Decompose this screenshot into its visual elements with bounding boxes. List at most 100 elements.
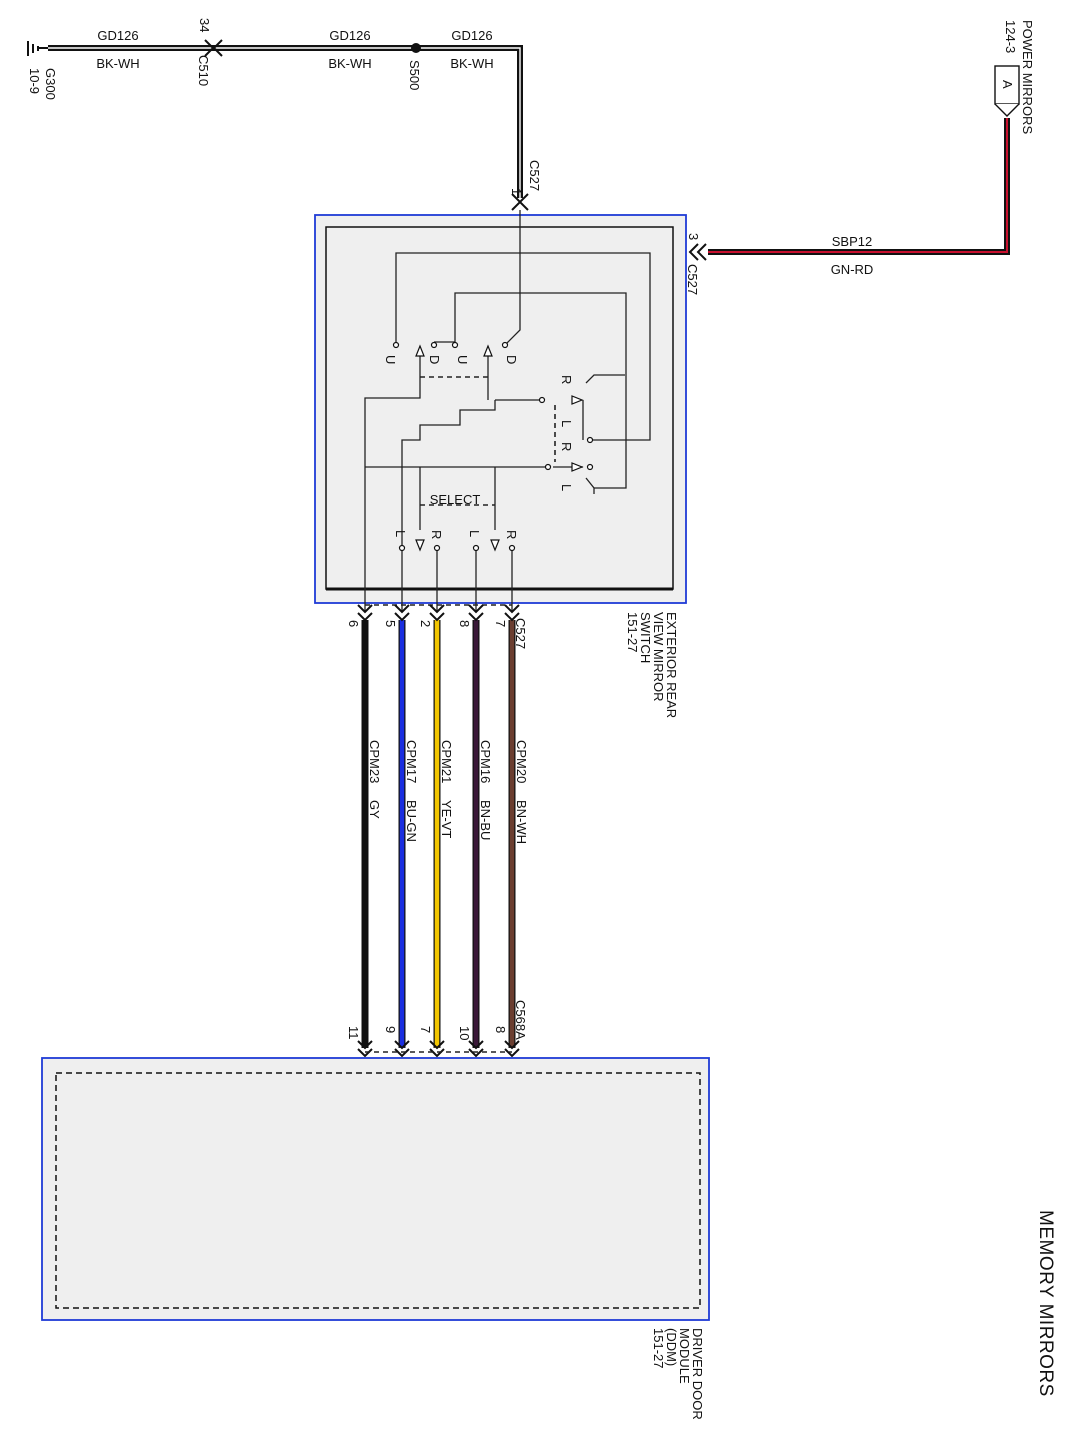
gd126-seg3-circuit: GD126	[451, 28, 492, 43]
cpm21-c568a-connector-a	[429, 1040, 445, 1050]
cpm23-c527-connector	[357, 604, 373, 622]
s500-splice	[411, 43, 421, 53]
switch-name-line-3: SWITCH	[638, 612, 653, 663]
cpm16-c527-connector-a	[468, 604, 484, 614]
sbp12-color: GN-RD	[831, 262, 874, 277]
diagram-title: MEMORY MIRRORS	[1035, 1210, 1056, 1397]
cpm20-c527-connector	[504, 604, 520, 622]
cpm16-ddm-pin: 10	[457, 1026, 472, 1040]
contact-label-sr2: R	[504, 530, 519, 539]
ground-name: G300	[43, 68, 58, 100]
switch-name-line-4: 151-27	[625, 612, 640, 652]
cpm20-c527-connector-a	[504, 604, 520, 614]
c527-top-connector-symbol	[511, 193, 529, 211]
cpm21-color-label: YE-VT	[439, 800, 454, 838]
ddm-name-line-3: (DDM)	[664, 1328, 679, 1366]
cpm17-c527-pin: 5	[383, 620, 398, 627]
switch-internal-wiring	[364, 210, 651, 612]
power-tab-box	[994, 65, 1020, 105]
cpm20-color-label: BN-WH	[514, 800, 529, 844]
cpm21-c527-connector-a	[429, 604, 445, 614]
cpm20-c568a-connector	[504, 1040, 520, 1058]
ddm-name: DRIVER DOOR MODULE (DDM) 151-27	[651, 1328, 705, 1420]
cpm21-circuit-label: CPM21	[439, 740, 454, 783]
s500-name: S500	[407, 60, 422, 90]
gd126-seg2-color: BK-WH	[328, 56, 371, 71]
c510-name: C510	[196, 55, 211, 86]
cpm23-c527-pin: 6	[346, 620, 361, 627]
gd126-seg1-circuit: GD126	[97, 28, 138, 43]
contact-label-sl2: L	[467, 530, 482, 537]
cpm16-circuit-label: CPM16	[478, 740, 493, 783]
cpm20-ddm-pin: 8	[493, 1026, 508, 1033]
cpm17-ddm-pin: 9	[383, 1026, 398, 1033]
c510-pin: 34	[197, 18, 212, 32]
cpm17-c527-connector-b	[394, 612, 410, 622]
cpm23-c568a-connector-a	[357, 1040, 373, 1050]
cpm21-c527-pin: 2	[418, 620, 433, 627]
ddm-connector-name: C568A	[513, 1000, 528, 1040]
sbp12-wire-tracer	[708, 118, 1008, 253]
cpm17-color-label: BU-GN	[404, 800, 419, 842]
contact-label-sl1: L	[393, 530, 408, 537]
cpm23-ddm-pin: 11	[346, 1026, 361, 1040]
switch-blade-arrows	[415, 344, 584, 552]
cpm23-c527-connector-a	[357, 604, 373, 614]
contact-label-d2: D	[504, 355, 519, 364]
cpm21-c527-connector	[429, 604, 445, 622]
ddm-name-line-1: DRIVER DOOR	[690, 1328, 705, 1420]
cpm16-c568a-connector	[468, 1040, 484, 1058]
cpm17-c568a-connector-b	[394, 1048, 410, 1058]
cpm17-circuit-label: CPM17	[404, 740, 419, 783]
cpm16-c527-pin: 8	[457, 620, 472, 627]
gd126-seg1-color: BK-WH	[96, 56, 139, 71]
switch-outer-box	[314, 214, 687, 604]
switch-contacts	[392, 341, 594, 552]
c527-power-name: C527	[685, 264, 700, 295]
sbp12-wire	[708, 118, 1010, 255]
cpm17-c568a-connector-a	[394, 1040, 410, 1050]
power-label: POWER MIRRORS	[1020, 20, 1035, 134]
ground-ref: 10-9	[27, 68, 42, 94]
cpm23-c527-connector-b	[357, 612, 373, 622]
contact-label-sr1: R	[429, 530, 444, 539]
ddm-name-line-2: MODULE	[677, 1328, 692, 1384]
contact-label-u1: U	[383, 355, 398, 364]
contact-label-r1: R	[559, 375, 574, 384]
switch-name-line-1: EXTERIOR REAR	[664, 612, 679, 718]
c527-top-pin: 1	[509, 188, 524, 195]
gd126-wire-tracer	[48, 47, 521, 198]
ddm-inner-box	[55, 1072, 701, 1309]
cpm16-c568a-connector-a	[468, 1040, 484, 1050]
power-ref: 124-3	[1003, 20, 1018, 53]
cpm23-color-label: GY	[367, 800, 382, 819]
ddm-outer-box	[41, 1057, 710, 1321]
contact-label-u2: U	[455, 355, 470, 364]
c527-power-pin: 3	[686, 233, 701, 240]
contact-label-l2: L	[559, 484, 574, 491]
cpm17-c527-connector-a	[394, 604, 410, 614]
c510-connector-symbol	[204, 39, 223, 57]
select-label: SELECT	[430, 492, 481, 507]
cpm20-c527-pin: 7	[493, 620, 508, 627]
ground-symbol	[27, 41, 48, 56]
cpm16-color-label: BN-BU	[478, 800, 493, 840]
cpm23-circuit-label: CPM23	[367, 740, 382, 783]
power-tab-point	[994, 103, 1020, 117]
gd126-seg3-color: BK-WH	[450, 56, 493, 71]
contact-label-l1: L	[559, 420, 574, 427]
cpm16-c568a-connector-b	[468, 1048, 484, 1058]
gd126-seg2-circuit: GD126	[329, 28, 370, 43]
switch-name-line-2: VIEW MIRROR	[651, 612, 666, 702]
c527-top-name: C527	[527, 160, 542, 191]
cpm20-c527-connector-b	[504, 612, 520, 622]
sbp12-circuit: SBP12	[832, 234, 872, 249]
cpm21-c527-connector-b	[429, 612, 445, 622]
switch-contact-labels: U D U D R L R L L R L R	[383, 355, 574, 539]
cpm21-ddm-pin: 7	[418, 1026, 433, 1033]
cpm17-c527-connector	[394, 604, 410, 622]
cpm20-c568a-connector-b	[504, 1048, 520, 1058]
c527-bottom-name: C527	[513, 618, 528, 649]
power-tab-letter: A	[1000, 80, 1015, 89]
switch-name: EXTERIOR REAR VIEW MIRROR SWITCH 151-27	[625, 612, 679, 718]
